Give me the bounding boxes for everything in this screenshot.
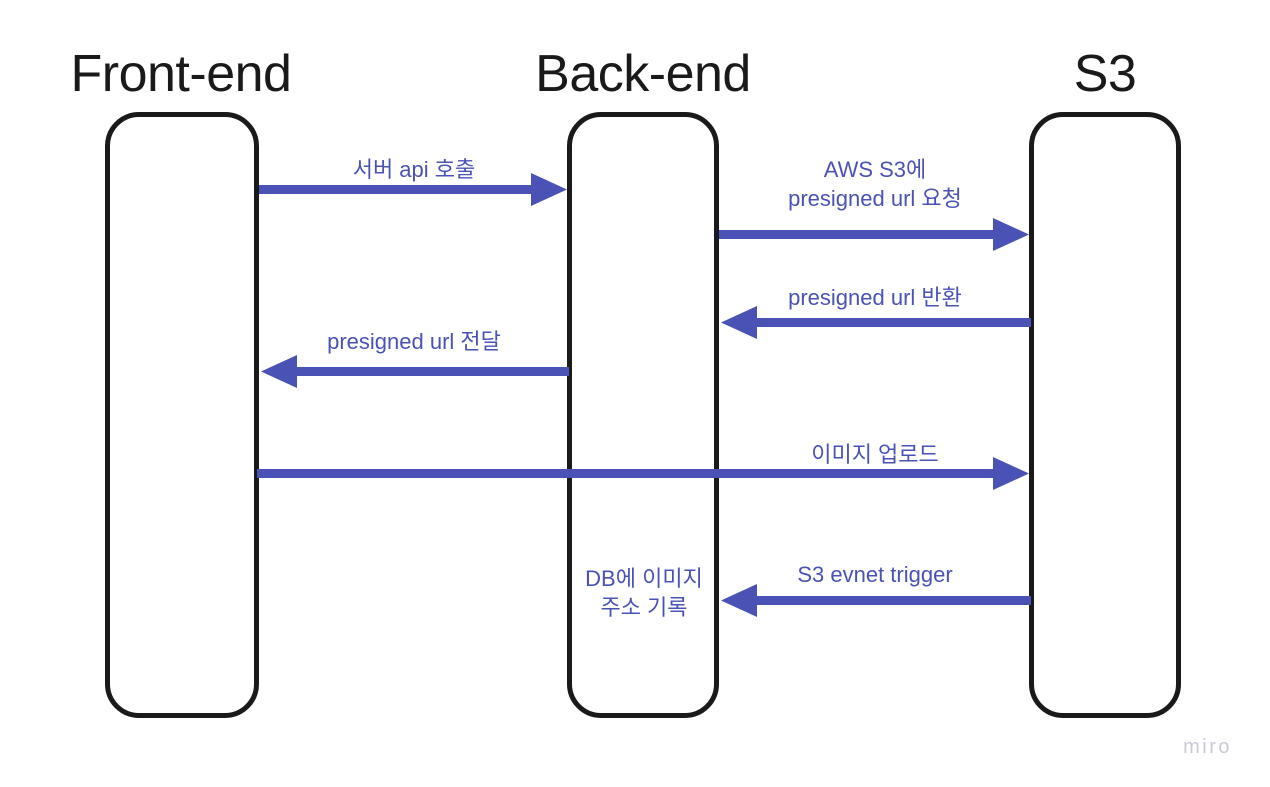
lifeline-title-s3: S3 bbox=[1073, 45, 1137, 103]
message-label-image-upload: 이미지 업로드 bbox=[811, 442, 939, 467]
message-label-record-image-address: DB에 이미지 주소 기록 bbox=[585, 566, 703, 621]
message-label-deliver-presigned-url: presigned url 전달 bbox=[327, 329, 501, 354]
message-label-server-api-call: 서버 api 호출 bbox=[352, 157, 476, 182]
lifeline-box-back-end[interactable] bbox=[567, 112, 719, 718]
message-arrow-image-upload[interactable] bbox=[257, 456, 1031, 496]
lifeline-title-front-end: Front-end bbox=[70, 45, 292, 103]
message-arrow-s3-event-trigger[interactable] bbox=[719, 583, 1031, 623]
miro-watermark: miro bbox=[1183, 736, 1232, 758]
message-arrow-request-presigned-url[interactable] bbox=[719, 218, 1031, 258]
message-arrow-server-api-call[interactable] bbox=[259, 170, 569, 210]
lifeline-box-front-end[interactable] bbox=[105, 112, 259, 718]
message-arrow-return-presigned-url[interactable] bbox=[719, 305, 1031, 345]
message-label-s3-event-trigger: S3 evnet trigger bbox=[797, 562, 953, 587]
message-arrow-deliver-presigned-url[interactable] bbox=[259, 352, 569, 392]
lifeline-box-s3[interactable] bbox=[1029, 112, 1181, 718]
message-label-return-presigned-url: presigned url 반환 bbox=[788, 285, 962, 310]
message-label-request-presigned-url: AWS S3에 presigned url 요청 bbox=[788, 157, 962, 212]
lifeline-title-back-end: Back-end bbox=[535, 45, 751, 103]
